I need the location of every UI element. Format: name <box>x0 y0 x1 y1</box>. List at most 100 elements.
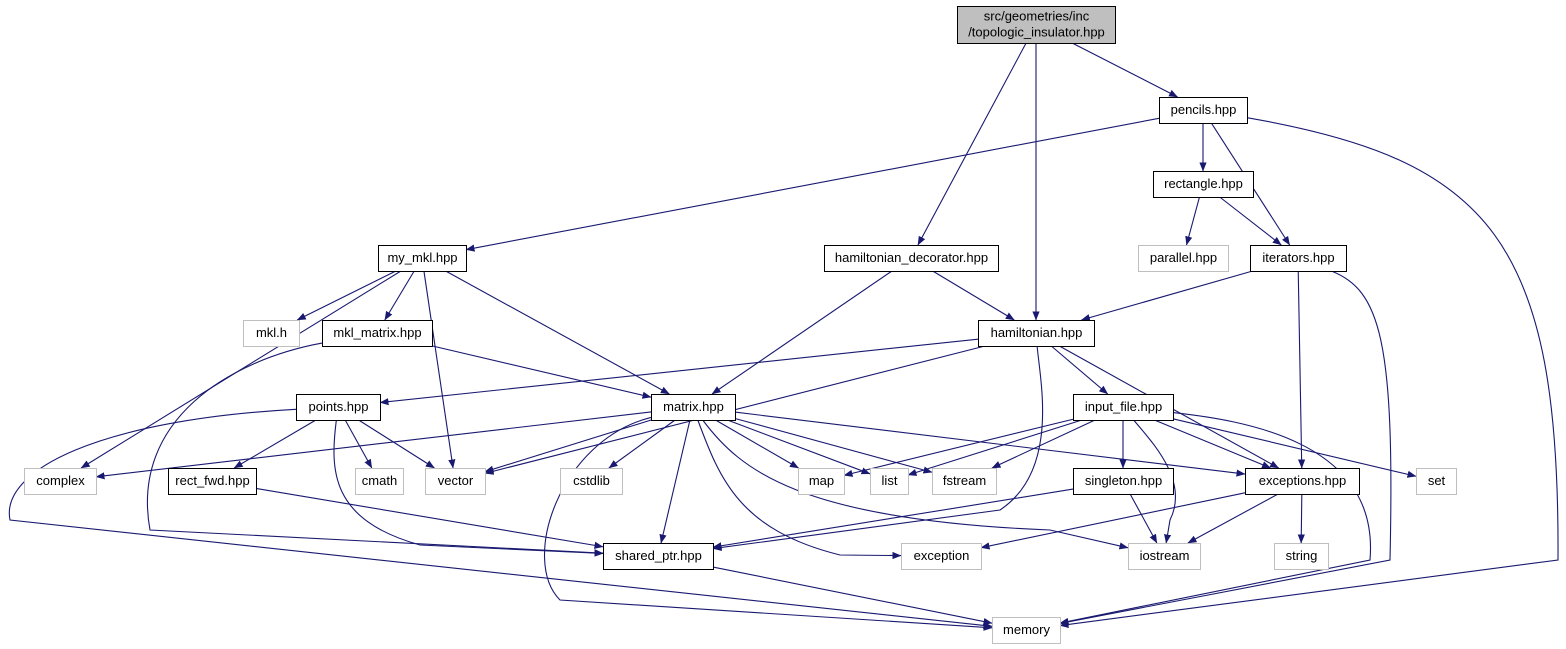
node-label-mkl_matrix: mkl_matrix.hpp <box>333 325 421 340</box>
node-cmath: cmath <box>355 468 404 495</box>
node-label-string: string <box>1286 548 1318 563</box>
node-memory: memory <box>992 617 1061 644</box>
node-box-vector <box>425 468 486 495</box>
edge-exceptions-to-exception <box>980 492 1246 550</box>
edge-my_mkl-to-mkl_matrix <box>384 270 415 321</box>
node-input_file[interactable]: input_file.hpp <box>1073 394 1174 421</box>
edge-matrix-to-memory <box>544 416 993 631</box>
node-label-memory: memory <box>1003 622 1050 637</box>
edge-points-to-cmath <box>344 419 373 469</box>
edge-pencils-to-my_mkl <box>465 117 1160 252</box>
edge-matrix-to-shared_ptr <box>659 419 691 544</box>
node-box-cmath <box>355 468 404 495</box>
node-box-hamdec <box>824 245 999 272</box>
node-iostream: iostream <box>1128 543 1201 570</box>
node-label-list: list <box>882 473 898 488</box>
node-points[interactable]: points.hpp <box>296 394 381 421</box>
node-label-root-line-1: src/geometries/inc <box>984 9 1090 24</box>
node-box-points <box>296 394 381 421</box>
node-my_mkl[interactable]: my_mkl.hpp <box>378 245 467 272</box>
edge-matrix-to-cstdlib <box>608 419 676 469</box>
node-exception: exception <box>901 543 982 570</box>
node-complex: complex <box>24 468 97 495</box>
node-box-complex <box>24 468 97 495</box>
node-label-singleton: singleton.hpp <box>1085 473 1162 488</box>
edge-input_file-to-list <box>907 419 1083 476</box>
node-hamiltonian[interactable]: hamiltonian.hpp <box>978 320 1095 347</box>
node-matrix[interactable]: matrix.hpp <box>651 394 736 421</box>
node-box-map <box>798 468 845 495</box>
node-box-matrix <box>651 394 736 421</box>
node-box-input_file <box>1073 394 1174 421</box>
node-label-iostream: iostream <box>1140 548 1190 563</box>
edge-matrix-to-vector <box>484 419 652 473</box>
nodes-layer: src/geometries/inc/topologic_insulator.h… <box>24 6 1457 644</box>
edge-matrix-to-fstream <box>734 417 933 474</box>
edge-matrix-to-exception <box>697 419 902 560</box>
edge-exceptions-to-iostream <box>1187 493 1279 544</box>
edge-hamiltonian-to-points <box>379 338 979 406</box>
node-label-points: points.hpp <box>309 399 369 414</box>
node-box-singleton <box>1073 468 1174 495</box>
edge-matrix-to-iostream <box>702 419 1129 550</box>
node-box-hamiltonian <box>978 320 1095 347</box>
node-box-set <box>1416 468 1457 495</box>
node-label-cmath: cmath <box>362 473 397 488</box>
node-label-my_mkl: my_mkl.hpp <box>387 250 457 265</box>
node-label-input_file: input_file.hpp <box>1085 399 1162 414</box>
node-singleton[interactable]: singleton.hpp <box>1073 468 1174 495</box>
node-label-pencils: pencils.hpp <box>1171 102 1237 117</box>
node-exceptions[interactable]: exceptions.hpp <box>1245 468 1360 495</box>
edge-hamiltonian-to-shared_ptr <box>712 345 1044 552</box>
node-box-root <box>957 6 1116 44</box>
edge-mkl_matrix-to-matrix <box>431 345 652 399</box>
node-rectangle[interactable]: rectangle.hpp <box>1153 171 1254 198</box>
edge-matrix-to-exceptions <box>734 411 1246 477</box>
node-label-parallel: parallel.hpp <box>1150 250 1217 265</box>
edge-hamdec-to-matrix <box>711 270 893 395</box>
node-mkl_matrix[interactable]: mkl_matrix.hpp <box>322 320 433 347</box>
node-label-rectangle: rectangle.hpp <box>1164 176 1243 191</box>
edge-matrix-to-map <box>715 419 799 469</box>
edge-iterators-to-memory <box>1059 270 1392 626</box>
edge-mkl_matrix-to-shared_ptr <box>147 342 604 557</box>
node-label-vector: vector <box>438 473 474 488</box>
node-box-mklh <box>243 320 300 347</box>
node-box-mkl_matrix <box>322 320 433 347</box>
node-root[interactable]: src/geometries/inc/topologic_insulator.h… <box>957 6 1116 44</box>
node-box-fstream <box>932 468 997 495</box>
edge-input_file-to-fstream <box>991 419 1096 469</box>
edge-points-to-vector <box>358 419 435 469</box>
node-box-memory <box>992 617 1061 644</box>
node-shared_ptr[interactable]: shared_ptr.hpp <box>603 543 714 570</box>
node-parallel: parallel.hpp <box>1138 245 1229 272</box>
node-label-mklh: mkl.h <box>256 325 287 340</box>
node-box-exception <box>901 543 982 570</box>
node-box-iostream <box>1128 543 1201 570</box>
node-pencils[interactable]: pencils.hpp <box>1159 97 1248 124</box>
edge-input_file-to-iostream <box>1133 419 1176 544</box>
node-label-exceptions: exceptions.hpp <box>1259 473 1346 488</box>
node-label-matrix: matrix.hpp <box>663 399 724 414</box>
node-list: list <box>870 468 909 495</box>
node-rect_fwd[interactable]: rect_fwd.hpp <box>168 468 257 495</box>
edge-points-to-shared_ptr <box>333 419 604 557</box>
node-label-fstream: fstream <box>943 473 986 488</box>
edge-points-to-memory <box>8 408 993 629</box>
node-label-root-line-2: /topologic_insulator.hpp <box>968 25 1105 40</box>
node-box-parallel <box>1138 245 1229 272</box>
edge-input_file-to-memory <box>1059 412 1371 625</box>
edge-rect_fwd-to-shared_ptr <box>255 487 604 549</box>
edge-pencils-to-memory <box>1059 117 1559 628</box>
node-iterators[interactable]: iterators.hpp <box>1250 245 1347 272</box>
node-box-iterators <box>1250 245 1347 272</box>
node-mklh: mkl.h <box>243 320 300 347</box>
edge-points-to-rect_fwd <box>233 419 317 469</box>
edge-singleton-to-shared_ptr <box>712 488 1074 550</box>
edge-exceptions-to-string <box>1297 493 1305 544</box>
node-hamdec[interactable]: hamiltonian_decorator.hpp <box>824 245 999 272</box>
node-box-my_mkl <box>378 245 467 272</box>
node-label-hamiltonian: hamiltonian.hpp <box>991 325 1083 340</box>
edge-matrix-to-complex <box>95 411 652 480</box>
